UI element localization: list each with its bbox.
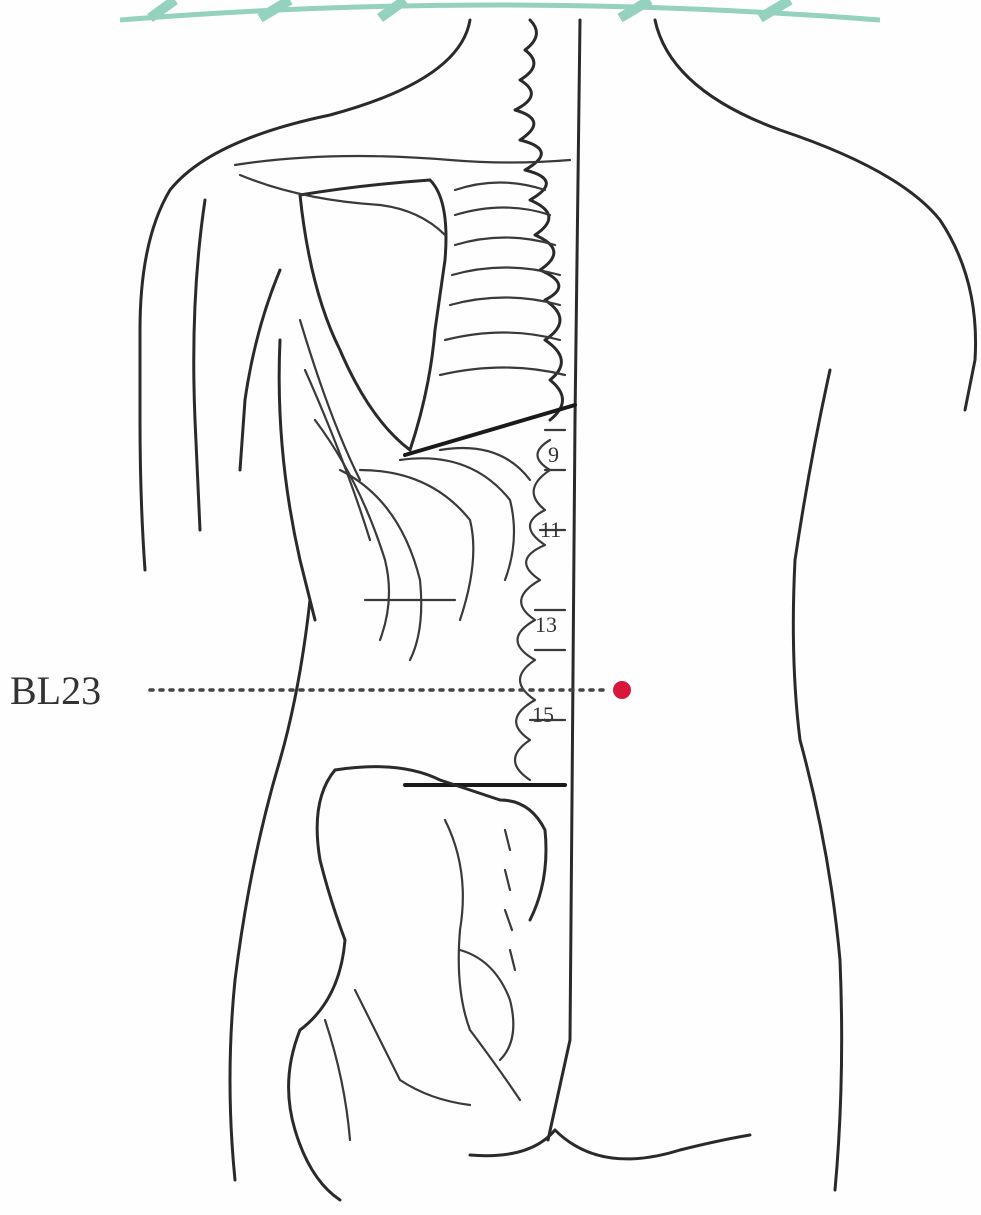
bl23-point-marker — [613, 681, 631, 699]
vertebra-label: 13 — [535, 612, 557, 637]
bl23-label: BL23 — [10, 668, 101, 713]
vertebra-label: 9 — [548, 442, 559, 467]
scapula — [235, 156, 570, 450]
body-outline — [140, 20, 976, 1190]
vertebra-label: 11 — [540, 517, 561, 542]
midline — [548, 20, 580, 1140]
spine — [515, 20, 565, 780]
watermark — [120, 0, 880, 20]
vertebra-label: 15 — [532, 702, 554, 727]
pelvis — [289, 767, 546, 1200]
